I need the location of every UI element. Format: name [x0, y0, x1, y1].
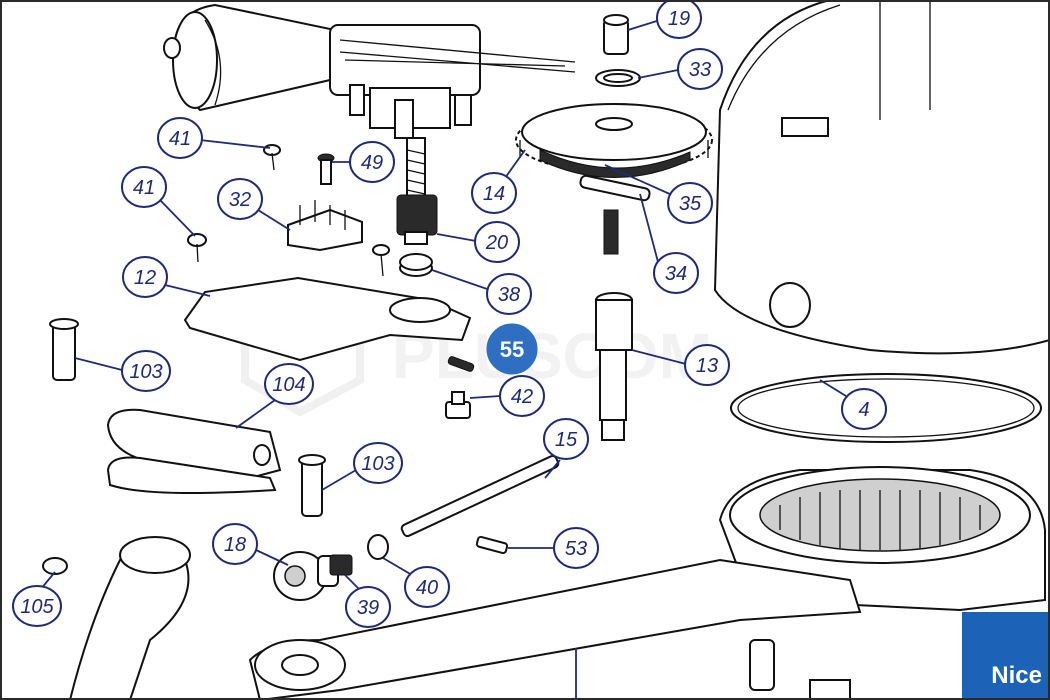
- svg-text:15: 15: [555, 429, 578, 451]
- spring-34: [603, 209, 619, 255]
- svg-text:13: 13: [696, 355, 718, 377]
- shaft-13: [595, 292, 633, 441]
- svg-text:34: 34: [665, 263, 687, 285]
- callout-104[interactable]: 104: [235, 363, 314, 429]
- callout-20[interactable]: 20: [436, 221, 520, 263]
- callout-38[interactable]: 38: [431, 269, 532, 315]
- callout-105[interactable]: 105: [12, 571, 62, 627]
- svg-text:18: 18: [224, 534, 246, 556]
- motor-part: [163, 3, 576, 139]
- svg-text:103: 103: [129, 361, 162, 383]
- washer-33: [595, 69, 641, 87]
- callout-12[interactable]: 12: [122, 256, 211, 298]
- svg-text:49: 49: [361, 152, 383, 174]
- screw-41a: [263, 144, 281, 171]
- gear-14: [515, 103, 713, 178]
- bracket-32: [287, 200, 363, 252]
- brand-name: Nice: [991, 662, 1042, 689]
- brand-logo: Nice: [962, 612, 1050, 700]
- base-plate-12: [183, 276, 472, 362]
- cam-18: [273, 551, 339, 601]
- worm-shaft-part: [406, 137, 426, 199]
- callout-53[interactable]: 53: [508, 527, 599, 569]
- pin-103b: [298, 454, 326, 517]
- svg-text:39: 39: [357, 597, 379, 619]
- spring-39: [329, 554, 353, 576]
- pin-55: [447, 356, 475, 372]
- callout-103a[interactable]: 103: [74, 350, 171, 392]
- callout-33[interactable]: 33: [637, 48, 723, 90]
- callout-15[interactable]: 15: [543, 418, 589, 479]
- screw-41b: [187, 233, 207, 263]
- svg-text:20: 20: [485, 232, 508, 254]
- callout-35[interactable]: 35: [604, 164, 713, 224]
- svg-text:38: 38: [498, 284, 520, 306]
- callout-32[interactable]: 32: [217, 178, 291, 231]
- svg-text:4: 4: [858, 399, 869, 421]
- callout-13[interactable]: 13: [631, 344, 730, 386]
- badge-55[interactable]: 55: [486, 323, 538, 375]
- housing-cover: [713, 0, 1050, 355]
- svg-text:41: 41: [133, 177, 155, 199]
- callout-18[interactable]: 18: [212, 523, 289, 566]
- callout-14[interactable]: 14: [471, 149, 526, 214]
- svg-text:53: 53: [565, 538, 587, 560]
- svg-text:103: 103: [361, 453, 394, 475]
- svg-text:33: 33: [689, 59, 711, 81]
- bushing-19: [603, 14, 629, 55]
- base-casing: [248, 466, 1046, 700]
- callout-19[interactable]: 19: [627, 0, 702, 39]
- svg-text:12: 12: [134, 267, 156, 289]
- stud-49: [317, 153, 335, 185]
- bracket-104: [106, 408, 282, 495]
- callout-34[interactable]: 34: [639, 193, 699, 294]
- callout-41a[interactable]: 41: [157, 117, 271, 159]
- svg-text:55: 55: [500, 337, 524, 362]
- svg-text:104: 104: [272, 374, 305, 396]
- screw-small: [372, 244, 390, 277]
- callout-42[interactable]: 42: [469, 375, 545, 417]
- callout-4[interactable]: 4: [819, 379, 887, 430]
- svg-text:35: 35: [679, 193, 702, 215]
- callout-49[interactable]: 49: [332, 141, 395, 183]
- svg-text:40: 40: [416, 577, 438, 599]
- pinion-gear-20: [396, 194, 438, 245]
- shaft-15: [400, 454, 560, 538]
- spacer-38: [399, 253, 433, 277]
- svg-text:19: 19: [668, 8, 690, 30]
- callout-41b[interactable]: 41: [121, 166, 196, 237]
- pin-103a: [49, 318, 79, 381]
- callout-103b[interactable]: 103: [321, 442, 403, 491]
- svg-text:105: 105: [20, 596, 54, 618]
- pin-53: [475, 535, 509, 555]
- clip-40: [367, 534, 389, 560]
- screw-42: [445, 391, 471, 419]
- callout-40[interactable]: 40: [382, 557, 450, 608]
- part-105: [42, 557, 68, 575]
- lever-arm: [68, 536, 191, 700]
- svg-text:14: 14: [483, 183, 505, 205]
- svg-text:32: 32: [229, 189, 251, 211]
- callout-39[interactable]: 39: [344, 574, 391, 628]
- svg-text:42: 42: [511, 386, 533, 408]
- svg-text:41: 41: [169, 128, 191, 150]
- pin-35: [579, 174, 651, 202]
